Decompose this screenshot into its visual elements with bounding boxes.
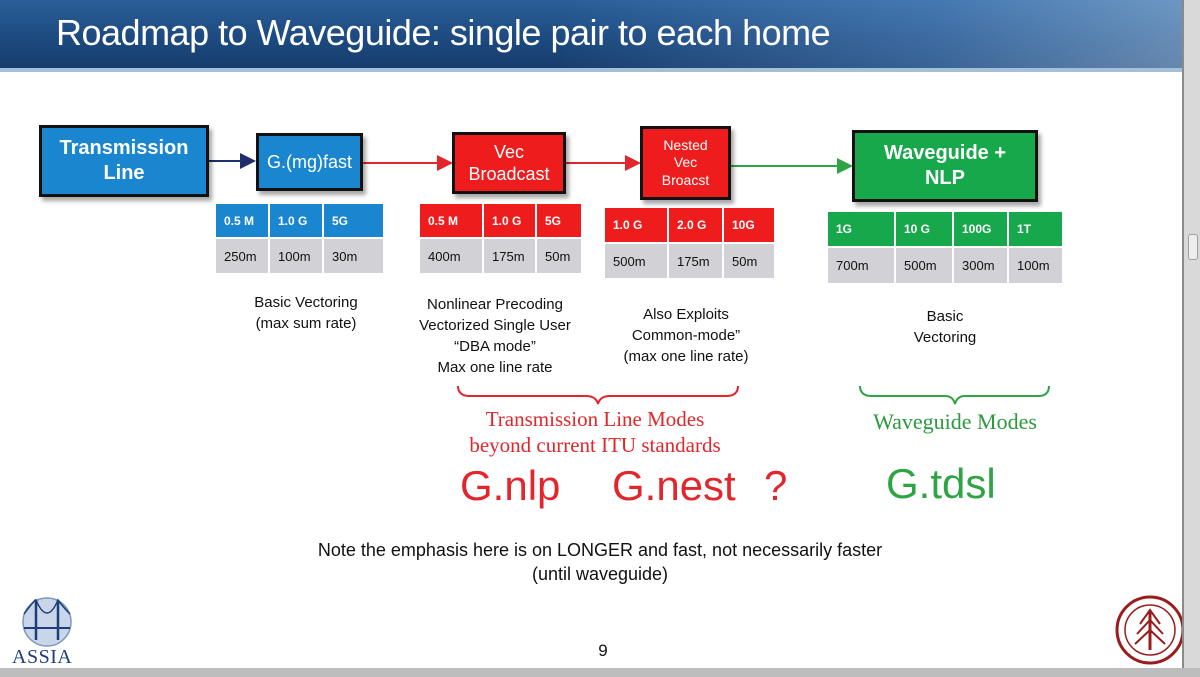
nested-vec-value-cell: 500m [605, 244, 667, 278]
brace-waveguide-modes [859, 385, 1050, 405]
scrollbar-handle[interactable] [1188, 234, 1198, 260]
standard-gnlp: G.nlp [460, 462, 561, 509]
waveguide-modes-label: Waveguide Modes [873, 409, 1037, 434]
gmgfast-header-cell: 1.0 G [270, 204, 322, 237]
vec-broadcast-value-cell: 400m [420, 239, 482, 273]
waveguide-value-cell: 700m [828, 248, 894, 283]
nested-vec-header-cell: 1.0 G [605, 208, 667, 242]
gmgfast-value-cell: 30m [324, 239, 383, 273]
university-seal-icon [1115, 595, 1184, 665]
waveguide-value-cell: 300m [954, 248, 1007, 283]
stage-transmission-line: Transmission Line [39, 125, 209, 197]
stage-vec-broadcast-label: Vec Broadcast [468, 141, 550, 185]
vec-broadcast-value-cell: 50m [537, 239, 581, 273]
stage-waveguide-nlp: Waveguide + NLP [852, 130, 1038, 202]
logo-wordmark: ASSIA [12, 646, 73, 668]
emphasis-note: Note the emphasis here is on LONGER and … [317, 540, 883, 585]
stage-transmission-line-label: Transmission Line [59, 137, 189, 184]
waveguide-header-cell: 1T [1009, 212, 1062, 246]
waveguide-header-cell: 10 G [896, 212, 952, 246]
waveguide-header-cell: 1G [828, 212, 894, 246]
note-vec-broadcast: Nonlinear Precoding Vectorized Single Us… [419, 296, 571, 376]
standard-gnest: G.nest [612, 462, 736, 509]
nested-vec-header-cell: 10G [724, 208, 774, 242]
page-number: 9 [598, 641, 608, 660]
nested-vec-header-cell: 2.0 G [669, 208, 722, 242]
page-title: Roadmap to Waveguide: single pair to eac… [56, 12, 831, 53]
stage-waveguide-nlp-label: Waveguide + NLP [883, 142, 1007, 189]
waveguide-value-cell: 100m [1009, 248, 1062, 283]
bridge-logo-icon [22, 597, 72, 647]
waveguide-header-cell: 100G [954, 212, 1007, 246]
title-bar: Roadmap to Waveguide: single pair to eac… [0, 0, 1184, 68]
brace-transmission-modes [457, 385, 739, 405]
title-divider [0, 68, 1184, 72]
stage-nested-vec: Nested Vec Broacst [640, 126, 731, 200]
standard-unknown-mark: ? [764, 462, 788, 509]
waveguide-value-cell: 500m [896, 248, 952, 283]
stage-nested-vec-label: Nested Vec Broacst [661, 136, 710, 188]
note-gmgfast: Basic Vectoring (max sum rate) [254, 294, 358, 332]
stage-gmgfast-label: G.(mg)fast [266, 151, 352, 172]
vec-broadcast-value-cell: 175m [484, 239, 535, 273]
note-waveguide: Basic Vectoring [913, 308, 977, 346]
vec-broadcast-header-cell: 1.0 G [484, 204, 535, 237]
vec-broadcast-header-cell: 0.5 M [420, 204, 482, 237]
slide-edge-divider [1182, 0, 1184, 677]
stage-vec-broadcast: Vec Broadcast [452, 132, 566, 194]
nested-vec-value-cell: 175m [669, 244, 722, 278]
standard-gtdsl: G.tdsl [886, 460, 996, 507]
gmgfast-header-cell: 0.5 M [216, 204, 268, 237]
bottom-bar [0, 668, 1200, 677]
note-nested-vec: Also Exploits Common-mode” (max one line… [623, 306, 749, 365]
gmgfast-value-cell: 250m [216, 239, 268, 273]
vec-broadcast-header-cell: 5G [537, 204, 581, 237]
title-bar-sheen [564, 0, 1184, 68]
stage-gmgfast: G.(mg)fast [256, 133, 363, 191]
gmgfast-value-cell: 100m [270, 239, 322, 273]
gmgfast-header-cell: 5G [324, 204, 383, 237]
nested-vec-value-cell: 50m [724, 244, 774, 278]
transmission-line-modes-label: Transmission Line Modes beyond current I… [469, 407, 721, 458]
